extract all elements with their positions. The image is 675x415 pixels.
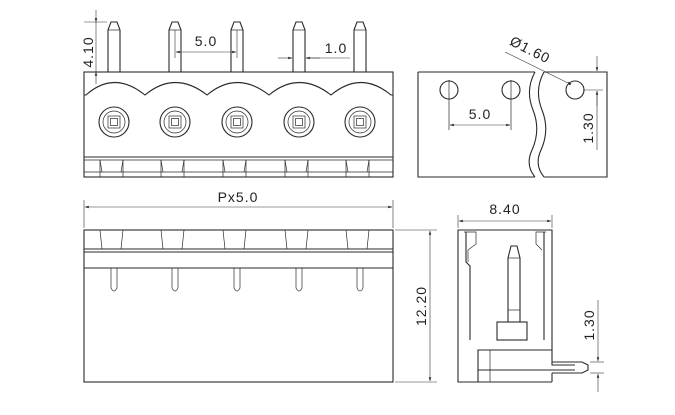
elevation-body	[83, 229, 394, 383]
top-pins	[107, 21, 367, 72]
dim-side-pin-offset-label: 1.30	[581, 309, 597, 340]
break-line-right	[537, 71, 547, 178]
break-line-left	[528, 71, 538, 178]
hole-view-outline	[417, 71, 608, 178]
dim-overall-height: 12.20	[395, 229, 437, 383]
scalloped-edge	[84, 82, 393, 96]
front-elevation: Px5.0 12.20	[83, 189, 437, 383]
dim-hole-offset: 1.30	[580, 56, 603, 150]
dim-hole-pitch: 5.0	[449, 106, 511, 127]
screw-2	[159, 106, 191, 138]
dim-hole-offset-label: 1.30	[580, 112, 596, 143]
dim-pin-length: 4.10	[80, 10, 107, 84]
elevation-slots	[99, 229, 370, 250]
side-housing	[457, 229, 553, 383]
pin-4	[292, 21, 306, 72]
dim-overall-width-label: Px5.0	[218, 189, 259, 205]
dim-side-pin-offset: 1.30	[581, 300, 604, 392]
screw-5	[344, 106, 376, 138]
screw-heads	[98, 106, 376, 138]
dim-overall-height-label: 12.20	[413, 286, 429, 326]
dim-side-depth-label: 8.40	[489, 201, 520, 217]
dim-top-pitch-label: 5.0	[195, 33, 217, 49]
side-cavity	[465, 232, 545, 340]
side-vertical-pin	[507, 245, 521, 322]
hole-view: 5.0 Ø1.60 1.30	[417, 33, 608, 178]
wire-entry-row	[84, 156, 393, 177]
dim-overall-width: Px5.0	[83, 189, 394, 228]
hole-3	[565, 80, 585, 100]
pin-5	[353, 21, 367, 72]
side-horizontal-pin	[552, 361, 589, 374]
dim-side-depth: 8.40	[457, 201, 553, 228]
side-contact-block	[496, 321, 528, 341]
screw-1	[98, 106, 130, 138]
dim-hole-diameter-label: Ø1.60	[507, 33, 553, 67]
front-view-top: 4.10 5.0 1.0	[80, 10, 394, 178]
dim-hole-pitch-label: 5.0	[469, 106, 491, 122]
elevation-pins	[110, 268, 364, 292]
screw-4	[283, 106, 315, 138]
dim-pin-length-label: 4.10	[80, 36, 96, 67]
screw-3	[221, 106, 253, 138]
side-view: 8.40 1.30	[457, 201, 604, 392]
pin-1	[107, 21, 121, 72]
dim-hole-diameter: Ø1.60	[504, 33, 572, 86]
top-body-outline	[83, 71, 394, 178]
dim-pin-width-label: 1.0	[325, 40, 347, 56]
dim-pin-width: 1.0	[278, 40, 350, 60]
dim-top-pitch: 5.0	[174, 30, 238, 58]
